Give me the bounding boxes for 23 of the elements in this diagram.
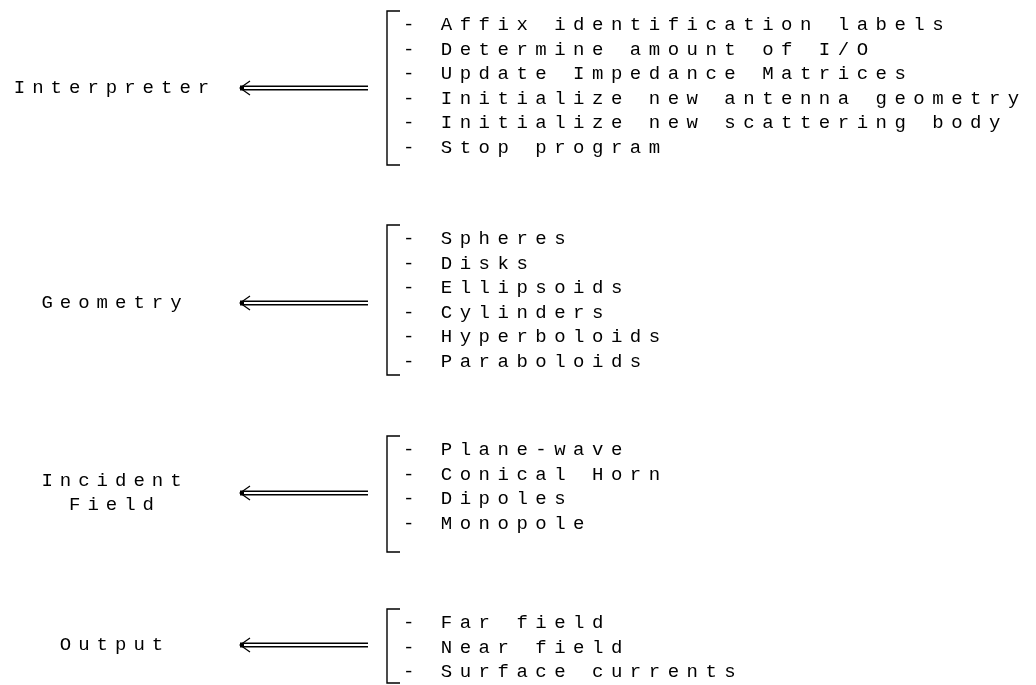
list-item: - Ellipsoids	[403, 276, 631, 301]
label-text: Interpreter	[13, 76, 217, 100]
label-text: Geometry	[41, 291, 189, 315]
list-item: - Determine amount of I/O	[403, 37, 877, 62]
list-item: - Monopole	[403, 511, 594, 536]
list-item: - Plane-wave	[403, 438, 631, 463]
list-item: - Stop program	[403, 135, 669, 160]
label-text: Output	[59, 633, 171, 657]
label-text: Incident Field	[40, 469, 190, 517]
list-item: - Cylinders	[403, 300, 612, 325]
list-item: - Spheres	[403, 227, 575, 252]
list-item: - Far field	[403, 611, 612, 636]
list-item: - Initialize new scattering body	[403, 111, 1009, 136]
list-item: - Hyperboloids	[403, 325, 669, 350]
list-item: - Paraboloids	[403, 349, 650, 374]
list-item: - Initialize new antenna geometry	[403, 86, 1028, 111]
list-item: - Dipoles	[403, 487, 575, 512]
list-item: - Disks	[403, 251, 537, 276]
list-item: - Conical Horn	[403, 462, 669, 487]
list-item: - Near field	[403, 635, 631, 660]
list-item: - Update Impedance Matrices	[403, 62, 915, 87]
list-item: - Surface currents	[403, 660, 745, 685]
list-item: - Affix identification labels	[403, 13, 953, 38]
